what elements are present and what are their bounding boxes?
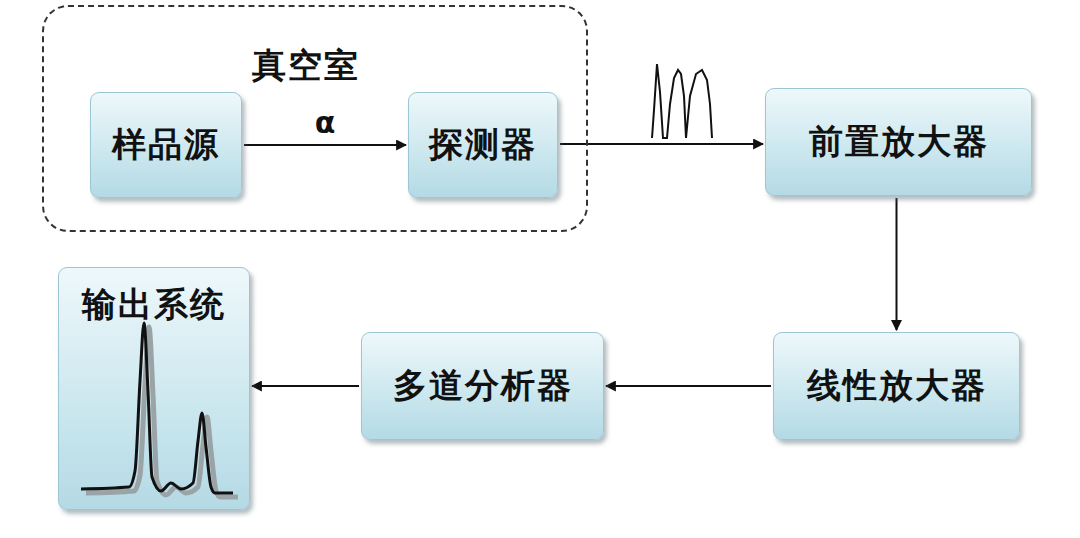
signal-arrow <box>606 385 771 387</box>
box-label: 输出系统 <box>82 282 226 328</box>
chamber-title: 真空室 <box>252 43 360 89</box>
output-system: 输出系统 <box>58 267 250 510</box>
signal-arrow <box>560 143 763 145</box>
spectrum-curve <box>81 323 233 493</box>
preamplifier: 前置放大器 <box>765 88 1032 196</box>
multichannel-analyzer: 多道分析器 <box>361 332 604 440</box>
sample-source: 样品源 <box>90 92 242 198</box>
box-label: 探测器 <box>429 122 537 168</box>
box-label: 多道分析器 <box>393 363 573 409</box>
pulse-waveform <box>652 64 712 138</box>
signal-arrow <box>252 385 359 387</box>
box-label: 样品源 <box>112 122 220 168</box>
box-label: 线性放大器 <box>807 363 987 409</box>
spectrum-shadow <box>86 327 238 497</box>
signal-arrow <box>896 198 898 330</box>
linear-amplifier: 线性放大器 <box>773 332 1020 440</box>
edge-label: α <box>312 106 339 139</box>
box-label: 前置放大器 <box>809 119 989 165</box>
signal-arrow <box>244 144 406 146</box>
detector: 探测器 <box>408 92 558 198</box>
